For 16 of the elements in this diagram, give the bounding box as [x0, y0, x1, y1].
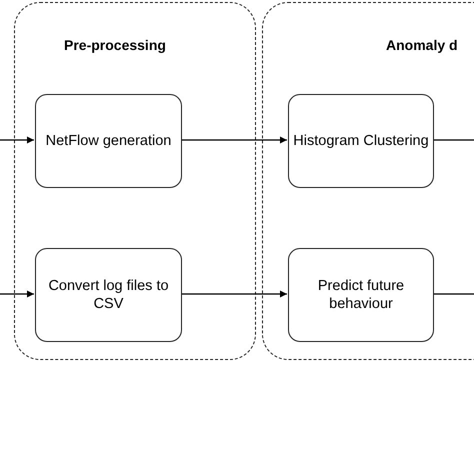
process-label: Convert log files to CSV — [47, 276, 170, 314]
process-box — [288, 94, 434, 188]
group-title: Pre-processing — [64, 37, 166, 53]
dashed-group-box — [262, 2, 474, 360]
process-box — [35, 94, 182, 188]
process-label: NetFlow generation — [46, 132, 172, 150]
dashed-group-box — [14, 2, 256, 360]
group-title: Anomaly d — [386, 37, 458, 53]
arrow — [0, 136, 34, 144]
process-box — [35, 248, 182, 342]
arrow — [0, 290, 34, 298]
process-box — [288, 248, 434, 342]
process-label: Predict future behaviour — [316, 276, 406, 314]
arrow — [181, 136, 287, 144]
process-label: Histogram Clustering — [293, 132, 429, 150]
arrow — [181, 290, 287, 298]
